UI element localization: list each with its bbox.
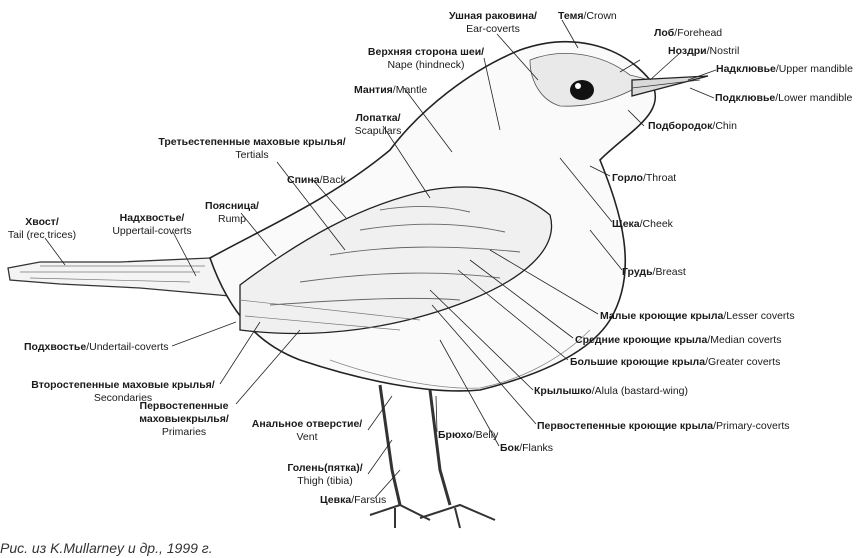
beak bbox=[632, 76, 708, 96]
label-upper-mandible: Надклювье/Upper mandible bbox=[716, 63, 853, 76]
label-cheek: Щека/Cheek bbox=[612, 218, 673, 231]
eye bbox=[570, 80, 594, 100]
label-mantle: Мантия/Mantle bbox=[354, 84, 427, 97]
label-vent: Анальное отверстие/Vent bbox=[245, 418, 369, 444]
label-lower-mandible: Подклювье/Lower mandible bbox=[715, 92, 852, 105]
label-lesser-coverts: Малые кроющие крыла/Lesser coverts bbox=[600, 310, 795, 323]
label-primary-coverts: Первостепенные кроющие крыла/Primary-cov… bbox=[537, 420, 790, 433]
label-alula: Крылышко/Alula (bastard-wing) bbox=[534, 385, 688, 398]
tail-shape bbox=[8, 258, 230, 296]
label-thigh: Голень(пятка)/Thigh (tibia) bbox=[283, 462, 367, 488]
label-belly: Брюхо/Belly bbox=[438, 429, 498, 442]
leg-shape bbox=[380, 385, 450, 505]
label-chin: Подбородок/Chin bbox=[648, 120, 737, 133]
label-primaries: Первостепенные маховыекрылья/Primaries bbox=[132, 400, 236, 439]
label-nostril: Ноздри/Nostril bbox=[668, 45, 739, 58]
label-tail: Хвост/Tail (rec trices) bbox=[0, 216, 84, 242]
label-scapulars: Лопатка/Scapulars bbox=[348, 112, 408, 138]
label-median-coverts: Средние кроющие крыла/Median coverts bbox=[575, 334, 781, 347]
label-uppertail-coverts: Надхвостье/Uppertail-coverts bbox=[104, 212, 200, 238]
label-crown: Темя/Crown bbox=[558, 10, 617, 23]
label-forehead: Лоб/Forehead bbox=[654, 27, 722, 40]
label-nape: Верхняя сторона шеи/Nape (hindneck) bbox=[366, 46, 486, 72]
label-undertail-coverts: Подхвостье/Undertail-coverts bbox=[24, 341, 168, 354]
label-flanks: Бок/Flanks bbox=[500, 442, 553, 455]
label-tarsus: Цевка/Farsus bbox=[320, 494, 386, 507]
label-throat: Горло/Throat bbox=[612, 172, 676, 185]
figure-caption: Рис. из K.Mullarney и др., 1999 г. bbox=[0, 540, 213, 556]
label-breast: Грудь/Breast bbox=[622, 266, 686, 279]
label-tertials: Третьестепенные маховые крылья/Tertials bbox=[152, 136, 352, 162]
label-rump: Поясница/Rump bbox=[200, 200, 264, 226]
label-greater-coverts: Большие кроющие крыла/Greater coverts bbox=[570, 356, 780, 369]
label-ear-coverts: Ушная раковина/Ear-coverts bbox=[427, 10, 559, 36]
label-back: Спина/Back bbox=[287, 174, 346, 187]
